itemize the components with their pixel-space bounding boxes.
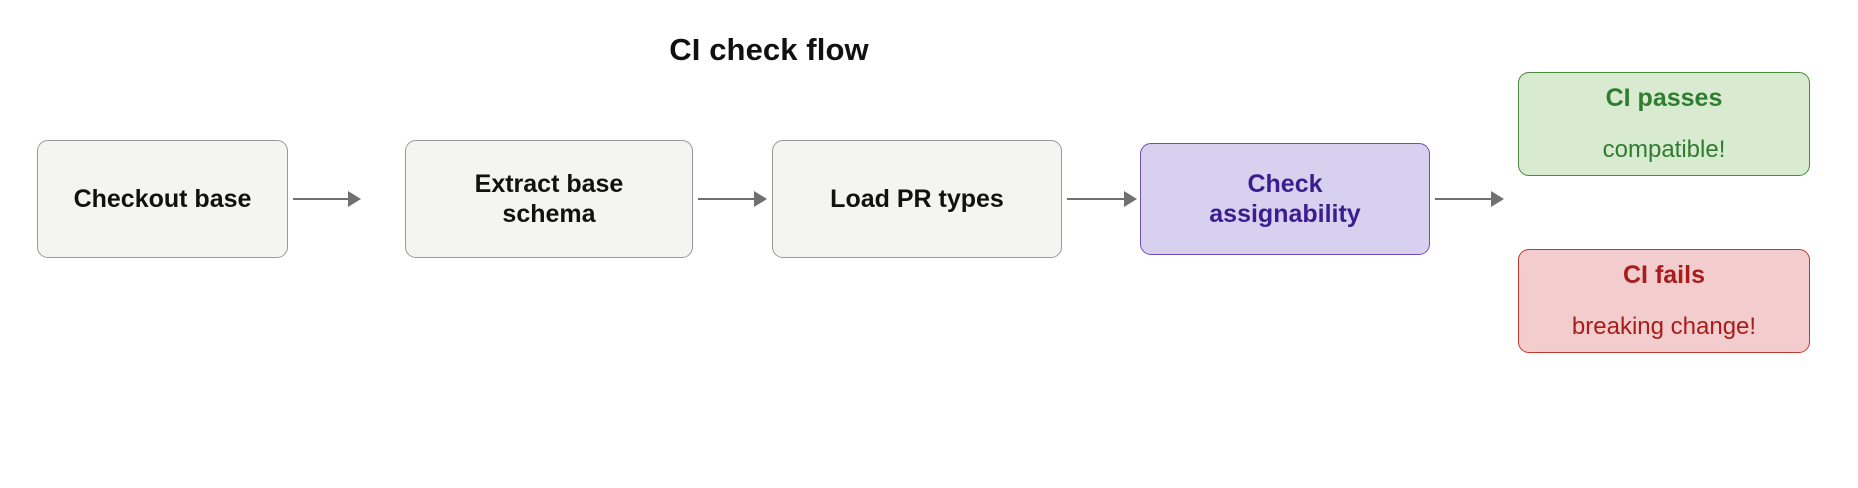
edge-checkout-to-extract <box>293 198 348 200</box>
edge-checkout-to-extract-arrowhead <box>348 191 361 207</box>
node-ci-passes-label: CI passes compatible! <box>1593 64 1736 184</box>
node-checkout-base[interactable]: Checkout base <box>37 140 288 258</box>
edge-extract-to-load-arrowhead <box>754 191 767 207</box>
node-ci-fails-label: CI fails breaking change! <box>1562 241 1766 361</box>
node-ci-passes-title: CI passes <box>1605 84 1723 113</box>
edge-load-to-check <box>1067 198 1124 200</box>
node-load-pr-types[interactable]: Load PR types <box>772 140 1062 258</box>
edge-check-to-result <box>1435 198 1491 200</box>
node-extract-base-schema[interactable]: Extract base schema <box>405 140 693 258</box>
page-title-text: CI check flow <box>669 32 869 67</box>
node-check-assignability-label: Check assignability <box>1209 169 1361 229</box>
node-ci-fails[interactable]: CI fails breaking change! <box>1518 249 1810 353</box>
node-check-assignability[interactable]: Check assignability <box>1140 143 1430 255</box>
node-checkout-base-label: Checkout base <box>73 184 252 213</box>
node-load-pr-types-label: Load PR types <box>830 184 1004 213</box>
page-title: CI check flow <box>0 32 1858 68</box>
edge-check-to-result-arrowhead <box>1491 191 1504 207</box>
node-ci-passes[interactable]: CI passes compatible! <box>1518 72 1810 176</box>
node-ci-fails-subtitle: breaking change! <box>1571 313 1757 341</box>
node-extract-base-schema-label: Extract base schema <box>474 169 624 229</box>
edge-load-to-check-arrowhead <box>1124 191 1137 207</box>
node-ci-fails-title: CI fails <box>1623 261 1705 290</box>
edge-extract-to-load <box>698 198 754 200</box>
node-ci-passes-subtitle: compatible! <box>1602 136 1726 164</box>
